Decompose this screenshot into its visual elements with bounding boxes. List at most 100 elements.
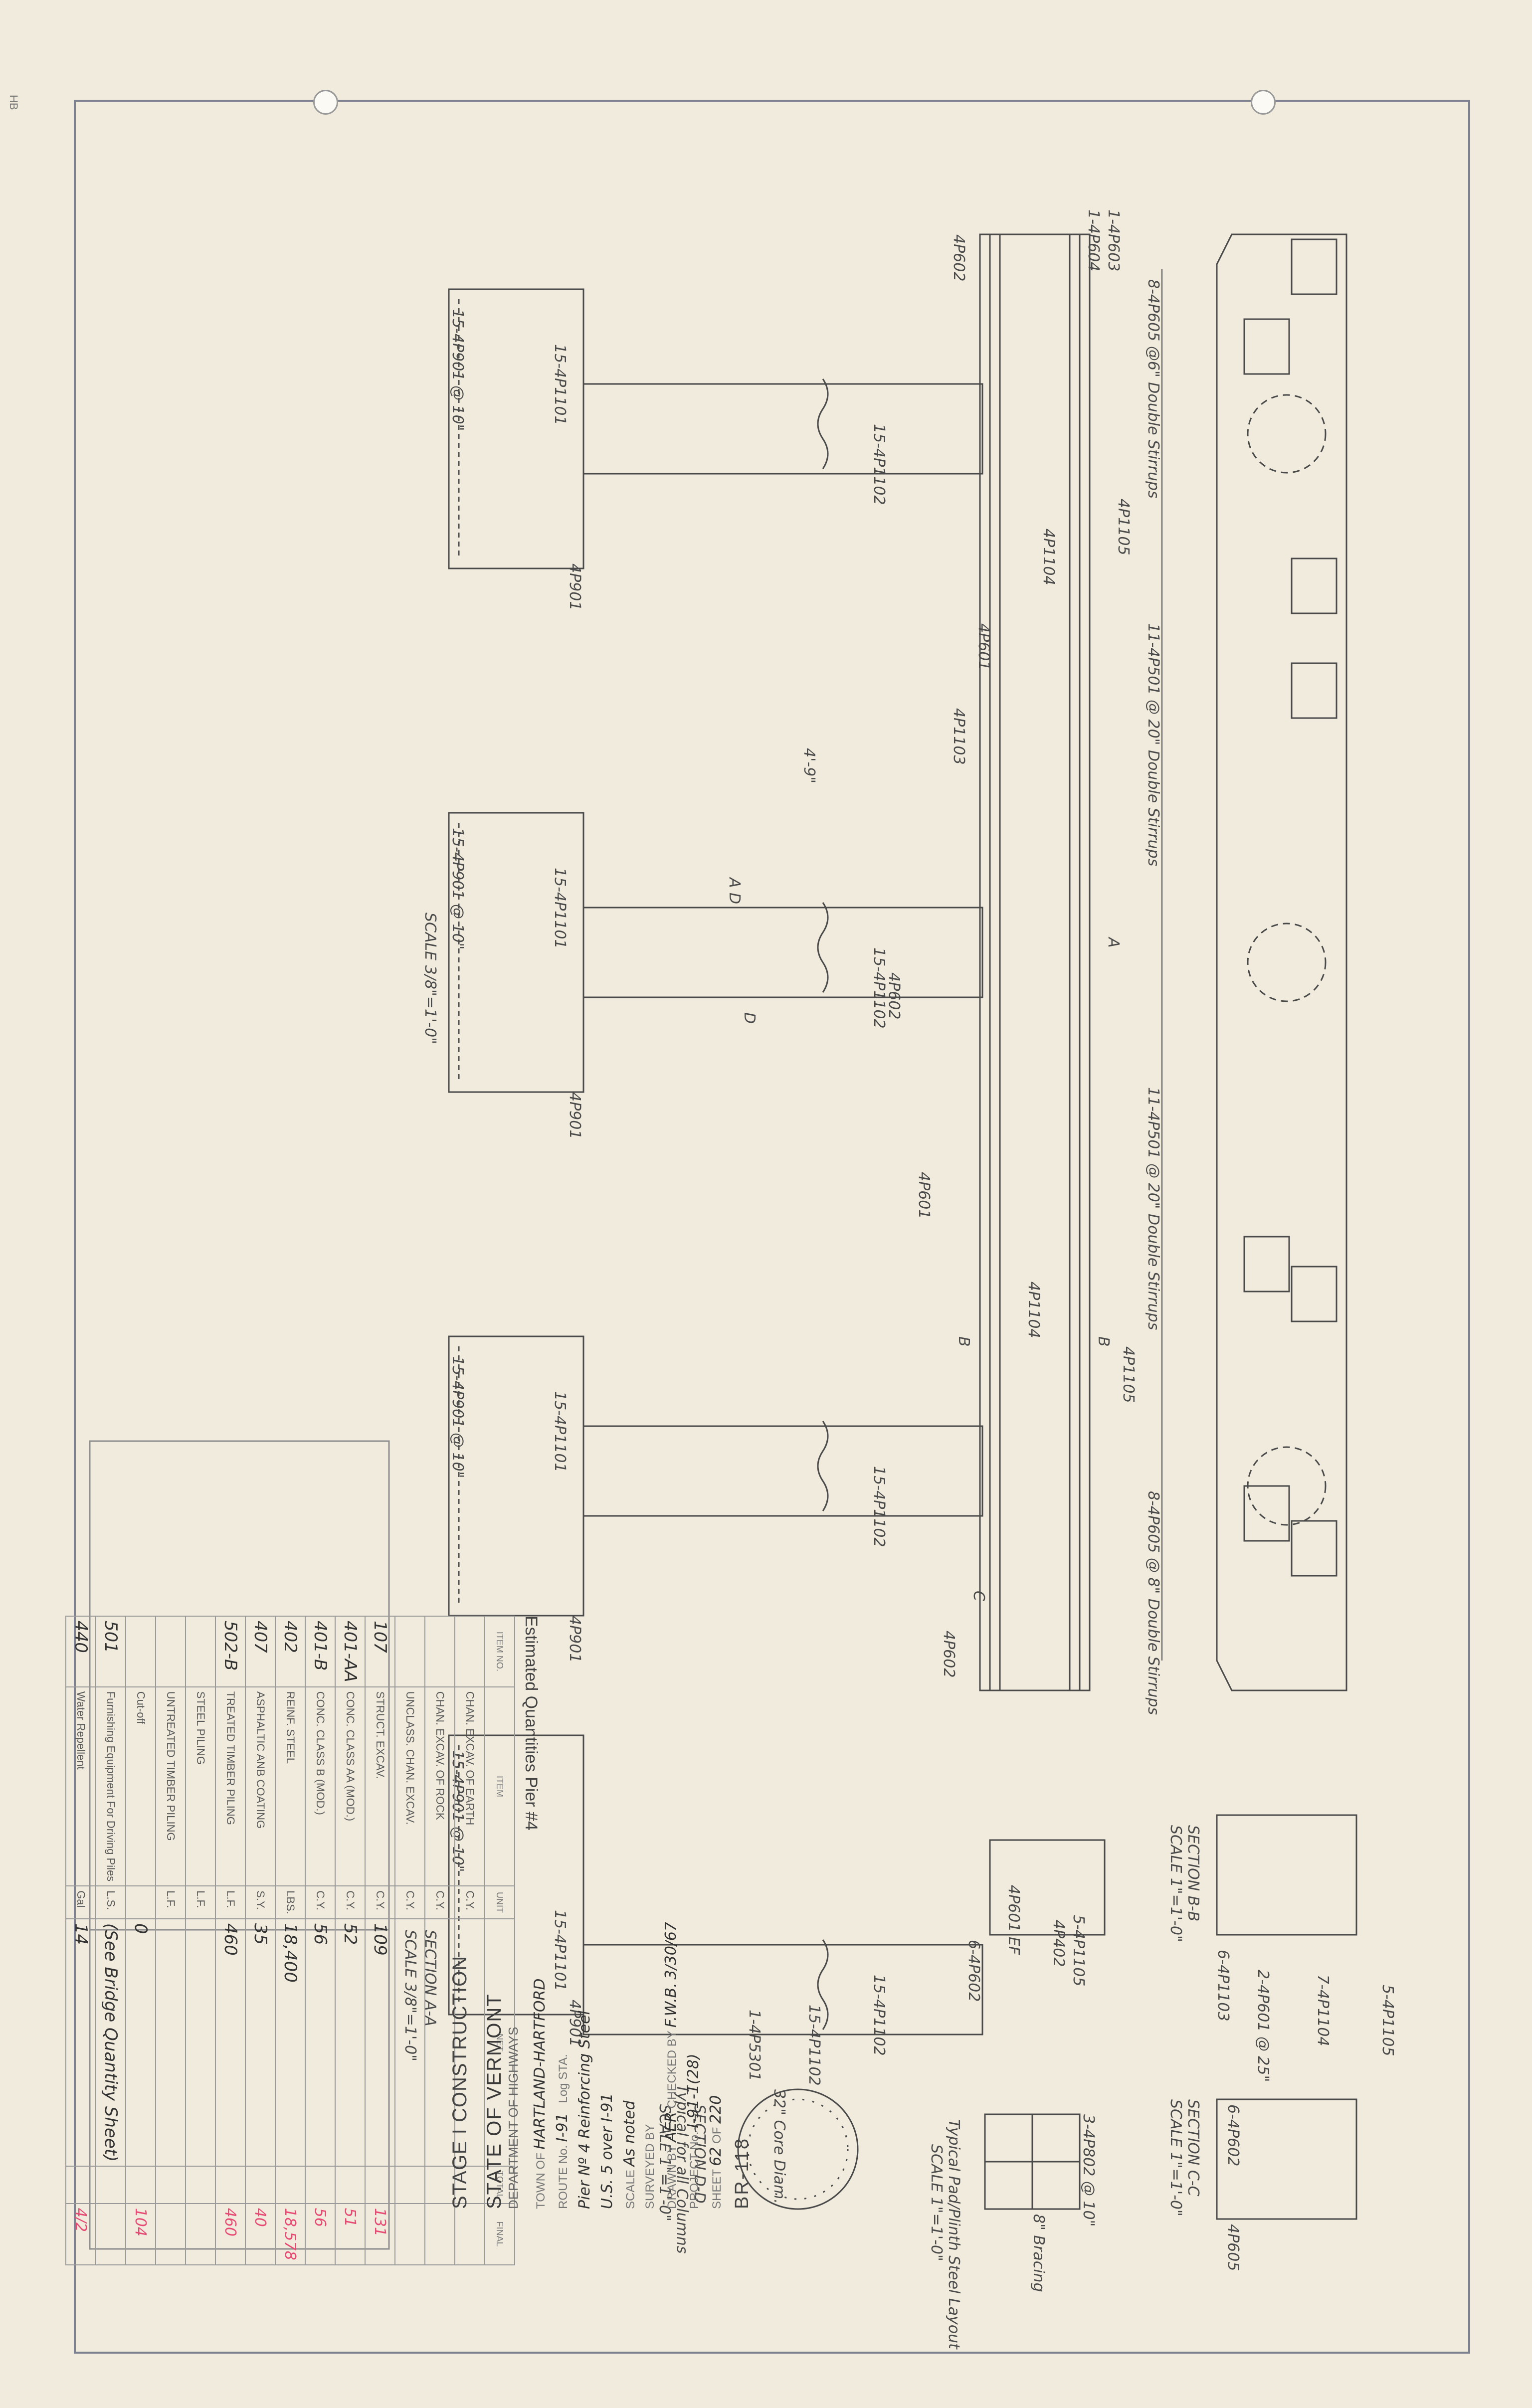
col-bar: 15-4P1102 — [870, 947, 888, 1029]
bar-label: 1-4P603 — [1105, 209, 1122, 272]
bar-label: 5-4P1105 — [1070, 1915, 1087, 1987]
bar-label: 4P601 — [915, 1172, 933, 1219]
section-bb-title: SECTION B-B — [1184, 1825, 1202, 1922]
net-cell: 52 — [335, 1918, 365, 2167]
net-cell — [156, 1918, 186, 2167]
subject-value: Pier Nº 4 Reinforcing Steel — [576, 2011, 593, 2209]
drawn-by: AER — [662, 2111, 680, 2142]
unit-cell: S.Y. — [245, 1886, 275, 1919]
net-cell: 14 — [66, 1918, 96, 2167]
item-number-cell: 502-B — [215, 1616, 245, 1687]
net-cell: (See Bridge Quantity Sheet) — [96, 1918, 126, 2167]
footing-4 — [448, 1734, 584, 2016]
pier-cap-elevation — [979, 233, 1091, 1691]
bar-label: 6-4P602 — [1224, 2104, 1242, 2167]
bar-label: 4P601 EF — [1005, 1885, 1022, 1955]
item-number-cell — [126, 1616, 156, 1687]
section-cc-title: SECTION C-C — [1184, 2099, 1202, 2197]
total-cell — [186, 2166, 215, 2204]
unit-cell: C.Y. — [395, 1886, 425, 1919]
sheet-border — [74, 100, 1470, 2354]
col-bar: 15-4P1102 — [870, 1975, 888, 2056]
footing-bars: 15-4P901 @ 10" — [449, 1356, 466, 1479]
bar-label: 4P602 — [950, 234, 967, 282]
total-cell — [365, 2166, 395, 2204]
item-number-cell: 440 — [66, 1616, 96, 1687]
section-marker-a: A — [1105, 937, 1122, 948]
stage-title: STAGE I CONSTRUCTION — [449, 1955, 471, 2209]
header-cell: ITEM NO. — [485, 1616, 515, 1687]
route-row: ROUTE No. I-91 Log STA. — [554, 2054, 571, 2209]
column-3 — [582, 1425, 983, 1517]
section-cc-scale: SCALE 1"=1'-0" — [1167, 2099, 1184, 2217]
item-number-cell — [395, 1616, 425, 1687]
final-cell — [156, 2203, 186, 2265]
punch-hole — [1251, 90, 1276, 115]
footing-3 — [448, 1335, 584, 1617]
bar-label: 4P1104 — [1025, 1282, 1042, 1338]
net-cell: 18,400 — [275, 1918, 305, 2167]
item-description-cell: CONC. CLASS AA (MOD.) — [335, 1686, 365, 1886]
footing-1 — [448, 288, 584, 569]
net-cell — [395, 1918, 425, 2167]
bar-label: 4P1105 — [1120, 1346, 1137, 1403]
item-number-cell: 401-AA — [335, 1616, 365, 1687]
section-dd — [737, 2088, 859, 2210]
sheet-row: SHEET 62 OF 220 — [707, 2095, 725, 2209]
final-cell: 131 — [365, 2203, 395, 2265]
pier-cap-plan — [1216, 233, 1347, 1691]
subject-row: Pier Nº 4 Reinforcing Steel — [576, 1800, 593, 2209]
item-number-cell: 401-B — [305, 1616, 335, 1687]
section-bb-scale: SCALE 1"=1'-0" — [1167, 1825, 1184, 1942]
stirrup-note-mid-a: 11-4P501 @ 20" Double Stirrups — [1145, 623, 1162, 867]
item-number-cell: 501 — [96, 1616, 126, 1687]
section-marker-b: B — [955, 1336, 972, 1347]
bar-label: 4P901 — [566, 563, 583, 611]
net-cell: 35 — [245, 1918, 275, 2167]
net-cell: 56 — [305, 1918, 335, 2167]
total-cell — [215, 2166, 245, 2204]
final-cell — [395, 2203, 425, 2265]
section-marker-a: A — [726, 878, 743, 888]
unit-cell: L.F. — [215, 1886, 245, 1919]
net-cell: 460 — [215, 1918, 245, 2167]
bar-label: 4P1104 — [1040, 529, 1057, 585]
item-number-cell — [186, 1616, 215, 1687]
item-description-cell: Furnishing Equipment For Driving Piles — [96, 1686, 126, 1886]
item-description-cell: UNTREATED TIMBER PILING — [156, 1686, 186, 1886]
checked-date: 3/30/67 — [662, 1921, 680, 1980]
final-cell: 460 — [215, 2203, 245, 2265]
stirrup-note-end-a: 8-4P605 @6" Double Stirrups — [1145, 279, 1162, 499]
unit-cell: L.F. — [156, 1886, 186, 1919]
final-cell — [455, 2203, 485, 2265]
footing-bars: 15-4P901 @ 10" — [449, 309, 466, 431]
bar-label: 4P1103 — [950, 708, 967, 765]
unit-cell: LBS. — [275, 1886, 305, 1919]
scale-note: SCALE 3/8"=1'-0" — [421, 913, 439, 1044]
total-cell — [305, 2166, 335, 2204]
item-description-cell: Cut-off — [126, 1686, 156, 1886]
project-row: PROJECT No. I-91-1(28) — [685, 2053, 702, 2209]
unit-cell — [126, 1886, 156, 1919]
pad-layout-scale: SCALE 1"=1'-0" — [928, 2144, 945, 2261]
crossing-value: U.S. 5 over I-91 — [598, 2093, 616, 2209]
column-1 — [582, 383, 983, 475]
item-number-cell: 107 — [365, 1616, 395, 1687]
quantities-grid: ITEM NO. ITEM UNIT NET TOTAL FINAL CHAN.… — [65, 1616, 515, 2265]
unit-cell: L.S. — [96, 1886, 126, 1919]
final-cell — [425, 2203, 455, 2265]
section-marker-d: D — [741, 1012, 758, 1024]
final-cell — [96, 2203, 126, 2265]
crossing-row: U.S. 5 over I-91 — [598, 1800, 616, 2209]
town-row: TOWN OF HARTLAND-HARTFORD — [531, 1978, 549, 2209]
unit-cell: C.Y. — [305, 1886, 335, 1919]
sheet-total: 220 — [707, 2095, 725, 2124]
